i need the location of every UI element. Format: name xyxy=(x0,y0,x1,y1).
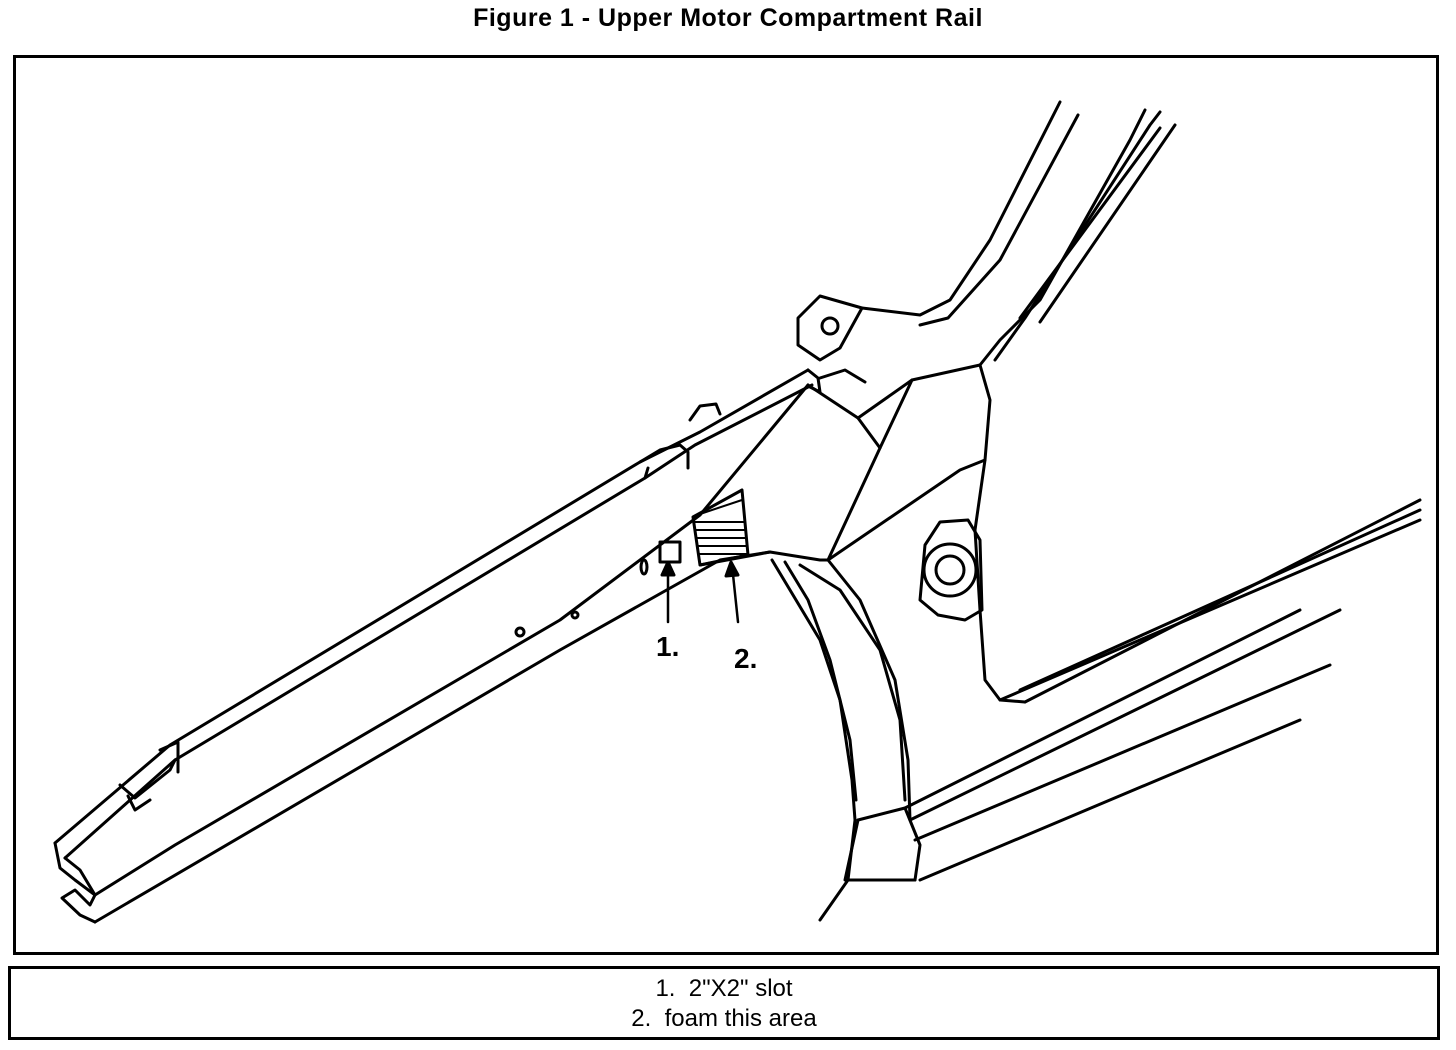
callout-1-label: 1. xyxy=(656,631,679,662)
callout-2-label: 2. xyxy=(734,643,757,674)
legend-box: 1. 2"X2" slot 2. foam this area xyxy=(8,966,1440,1040)
legend-item: 1. 2"X2" slot xyxy=(11,975,1437,1003)
figure-title: Figure 1 - Upper Motor Compartment Rail xyxy=(473,4,983,32)
rail-diagram: 1. 2. xyxy=(53,100,1422,924)
access-hole xyxy=(922,542,978,598)
legend-item: 2. foam this area xyxy=(11,1005,1437,1033)
legend-item-number: 1. xyxy=(655,975,676,1002)
strut-tower xyxy=(796,100,1177,704)
upper-rail xyxy=(53,368,822,924)
legend-item-text: foam this area xyxy=(664,1005,817,1032)
lower-rail xyxy=(903,498,1422,882)
legend-item-text: 2"X2" slot xyxy=(688,975,793,1002)
legend-item-number: 2. xyxy=(631,1005,652,1032)
wheel-arch xyxy=(698,550,922,922)
rail-drawing xyxy=(53,100,1422,924)
callout-arrows xyxy=(660,560,740,624)
foam-area xyxy=(691,488,750,567)
figure-frame: 1. 2. xyxy=(13,55,1439,955)
slot-opening xyxy=(658,540,682,564)
